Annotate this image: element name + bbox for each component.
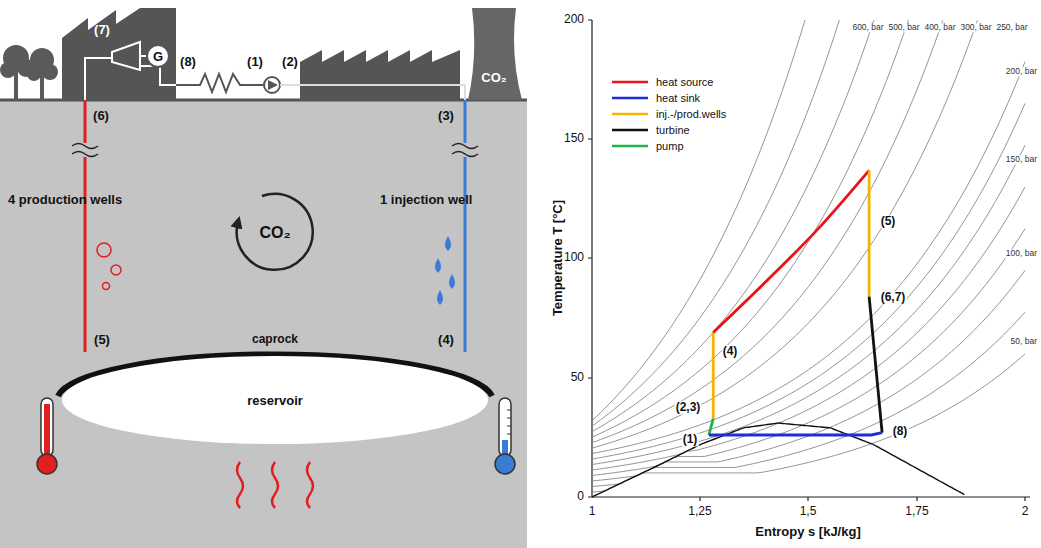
tick-label: 1 bbox=[589, 505, 596, 518]
tick-label: 150 bbox=[564, 132, 584, 145]
callout-number: (5) bbox=[94, 333, 110, 347]
isobar-line bbox=[592, 103, 1025, 459]
turbine-building bbox=[62, 8, 176, 100]
turbine-symbol bbox=[112, 42, 140, 70]
saturation-dome bbox=[592, 423, 964, 497]
isobar-label: 50, bar bbox=[1010, 337, 1038, 346]
isobar-line bbox=[592, 20, 843, 426]
legend-text: heat source bbox=[656, 76, 713, 88]
callout-number: (3) bbox=[438, 109, 454, 123]
legend-text: heat sink bbox=[656, 92, 700, 104]
substance-label: CO₂ bbox=[259, 224, 290, 242]
pump-symbol bbox=[264, 77, 280, 93]
callout-number: (7) bbox=[94, 23, 110, 37]
cycle-segment bbox=[868, 170, 871, 296]
callout-number: (4) bbox=[438, 333, 454, 347]
tick-label: 1,5 bbox=[800, 505, 817, 518]
callout-number: (1) bbox=[247, 55, 263, 69]
isobar-label: 150, bar bbox=[1005, 155, 1038, 164]
isobar-line bbox=[592, 20, 912, 437]
substance-label: CO₂ bbox=[481, 71, 506, 85]
reservoir-ellipse: reservoir bbox=[62, 356, 488, 444]
isobar-label: 200, bar bbox=[1005, 67, 1038, 76]
legend-line bbox=[612, 145, 648, 148]
legend-line bbox=[612, 81, 648, 84]
layer-label: caprock bbox=[252, 333, 298, 346]
cold-thermometer bbox=[495, 398, 515, 474]
isobar-label: 300, bar bbox=[959, 23, 992, 32]
chimney bbox=[468, 8, 522, 100]
tick-label: 200 bbox=[564, 13, 584, 26]
legend-line bbox=[612, 129, 648, 132]
tick-label: 1,75 bbox=[905, 505, 928, 518]
isobar-label: 100, bar bbox=[1005, 249, 1038, 258]
axis-title: Entropy s [kJ/kg] bbox=[755, 525, 860, 539]
callout-number: (6,7) bbox=[880, 291, 907, 304]
isobar-label: 600, bar bbox=[851, 23, 884, 32]
pump-symbol bbox=[268, 80, 278, 90]
injection-well bbox=[464, 100, 467, 352]
isobar-line bbox=[592, 20, 947, 443]
tick-label: 2 bbox=[1022, 505, 1029, 518]
break-symbol bbox=[72, 143, 478, 157]
legend-line bbox=[612, 97, 648, 100]
cycle-segment bbox=[712, 332, 715, 418]
isobar-line bbox=[592, 187, 1025, 470]
legend-text: inj.-/prod.wells bbox=[656, 108, 726, 120]
cycle-segment bbox=[709, 433, 882, 435]
isobar-line bbox=[592, 145, 1025, 464]
generator-circle: G bbox=[146, 44, 170, 68]
legend-text: pump bbox=[656, 140, 684, 152]
isobar-label: 250, bar bbox=[995, 23, 1028, 32]
heat-waves bbox=[237, 462, 313, 508]
drops bbox=[435, 236, 455, 305]
bubbles bbox=[97, 243, 121, 290]
isobar-line bbox=[592, 20, 809, 421]
node-text: G bbox=[153, 49, 163, 64]
condenser-symbol bbox=[176, 74, 264, 92]
axis-title: Temperature T [°C] bbox=[551, 200, 565, 316]
tick-label: 1,25 bbox=[688, 505, 711, 518]
isobar-label: 500, bar bbox=[887, 23, 920, 32]
isobar-line bbox=[592, 354, 1025, 492]
callout-number: (2) bbox=[282, 55, 298, 69]
production-well bbox=[84, 100, 87, 352]
node-text: reservoir bbox=[247, 393, 303, 408]
tick-label: 50 bbox=[571, 371, 584, 384]
callout-number: (5) bbox=[880, 215, 897, 228]
callout-number: (8) bbox=[180, 55, 196, 69]
cycle-segment bbox=[869, 297, 882, 433]
circulation-arrow bbox=[237, 194, 313, 270]
well-label: 1 injection well bbox=[380, 193, 472, 207]
isobar-line bbox=[592, 229, 1025, 476]
callout-number: (1) bbox=[682, 433, 699, 446]
legend-line bbox=[612, 113, 648, 116]
pipe bbox=[85, 58, 112, 100]
callout-number: (8) bbox=[892, 425, 909, 438]
callout-number: (6) bbox=[93, 109, 109, 123]
chart-axes bbox=[588, 20, 1030, 501]
tick-label: 100 bbox=[564, 251, 584, 264]
ground bbox=[0, 100, 527, 548]
pipe bbox=[140, 66, 176, 85]
isobar-label: 400, bar bbox=[923, 23, 956, 32]
legend-text: turbine bbox=[656, 124, 690, 136]
well-label: 4 production wells bbox=[8, 193, 122, 207]
trees bbox=[0, 45, 58, 100]
tick-label: 0 bbox=[577, 490, 584, 503]
hot-thermometer bbox=[37, 398, 57, 474]
pipe bbox=[280, 85, 465, 100]
power-plant bbox=[300, 50, 460, 100]
callout-number: (2,3) bbox=[675, 401, 702, 414]
cycle-segment bbox=[709, 418, 713, 435]
callout-number: (4) bbox=[722, 345, 739, 358]
isobar-line bbox=[592, 312, 1025, 486]
isobar-line bbox=[592, 62, 1025, 454]
cycle-segment bbox=[713, 170, 869, 332]
isobar-line bbox=[592, 20, 878, 432]
